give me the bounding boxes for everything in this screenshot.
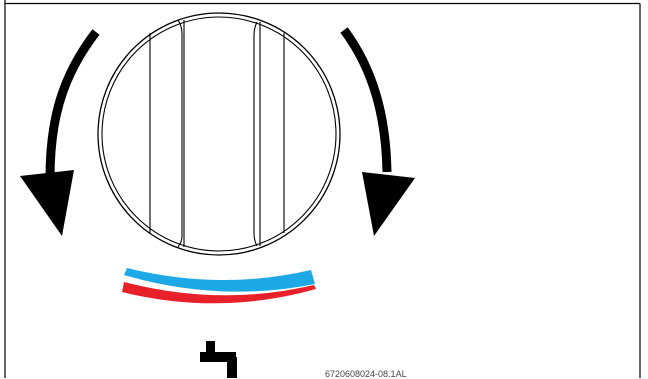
water-tap-icon	[200, 341, 237, 378]
knob-inner-ring	[101, 16, 337, 252]
rotary-knob[interactable]	[97, 12, 341, 256]
hot-scale-bar	[122, 282, 316, 304]
temperature-scale	[122, 268, 316, 304]
knob-grip-ridges	[149, 19, 285, 248]
rotate-right-arrow-icon	[340, 27, 415, 236]
rotate-left-arrow-icon	[20, 29, 100, 236]
cold-scale-bar	[124, 268, 315, 292]
figure-reference-code: 6720608024-08.1AL	[325, 369, 407, 379]
knob-outer-ring	[97, 12, 341, 256]
